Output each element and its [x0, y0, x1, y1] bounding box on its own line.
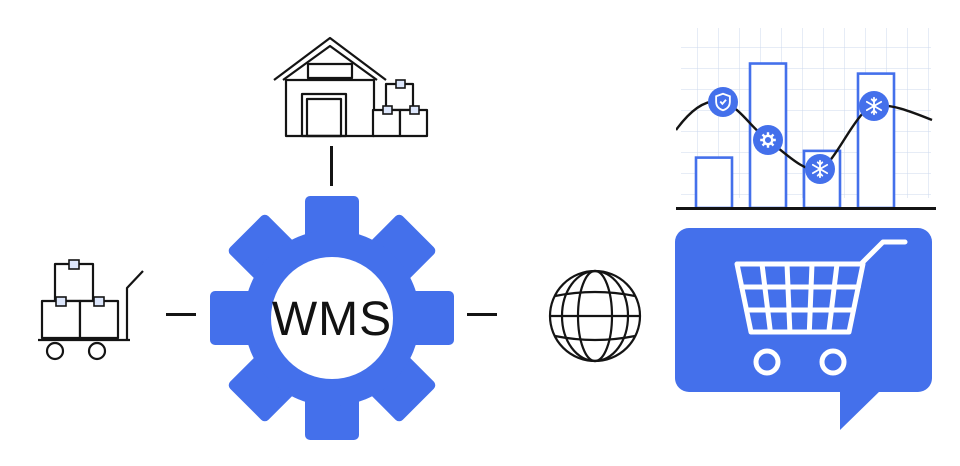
warehouse-boxes	[371, 79, 429, 138]
warehouse-window	[306, 62, 354, 80]
hand-truck-icon	[38, 259, 144, 361]
globe-icon	[548, 269, 642, 363]
cart-wheel	[819, 348, 847, 376]
box-tab	[68, 259, 80, 270]
hub-label: WMS	[272, 293, 392, 346]
connector-trolley-to-hub	[166, 313, 196, 316]
gear-badge-icon	[753, 125, 783, 155]
warehouse-facade	[284, 78, 376, 138]
analytics-bar-chart	[676, 28, 936, 210]
warehouse-door	[300, 92, 348, 138]
cart-basket-grid	[739, 261, 861, 335]
box-tab	[93, 296, 105, 307]
connector-hub-to-globe	[467, 313, 497, 316]
box-icon	[78, 299, 120, 340]
box-tab	[55, 296, 67, 307]
box-tab	[395, 79, 406, 89]
globe-parallel	[554, 290, 636, 298]
warehouse-roof-outer	[273, 36, 387, 81]
trolley-wheel	[45, 341, 65, 361]
box-icon	[53, 262, 95, 303]
chat-bubble	[675, 228, 932, 392]
chart-markers	[708, 87, 889, 184]
trolley-handle	[125, 270, 144, 340]
cart-handle	[858, 239, 908, 267]
cart-basket	[734, 261, 866, 335]
box-tab	[382, 105, 393, 115]
box-tab	[409, 105, 420, 115]
snowflake-badge-icon	[859, 91, 889, 121]
warehouse-roof-inner	[282, 44, 378, 81]
trolley-wheel	[87, 341, 107, 361]
snowflake-badge-icon	[805, 154, 835, 184]
warehouse-door-inner	[305, 97, 343, 138]
chat-bubble-tail	[840, 389, 882, 430]
shield-badge-icon	[708, 87, 738, 117]
warehouse-icon	[273, 36, 429, 138]
gear-hub-icon: WMS	[210, 196, 454, 440]
hub-inner-circle	[271, 257, 393, 379]
globe-parallel	[554, 334, 636, 342]
connector-warehouse-to-hub	[330, 146, 333, 186]
chart-bar-1	[694, 156, 734, 210]
cart-wheel	[753, 348, 781, 376]
shopping-cart-icon	[734, 239, 908, 376]
